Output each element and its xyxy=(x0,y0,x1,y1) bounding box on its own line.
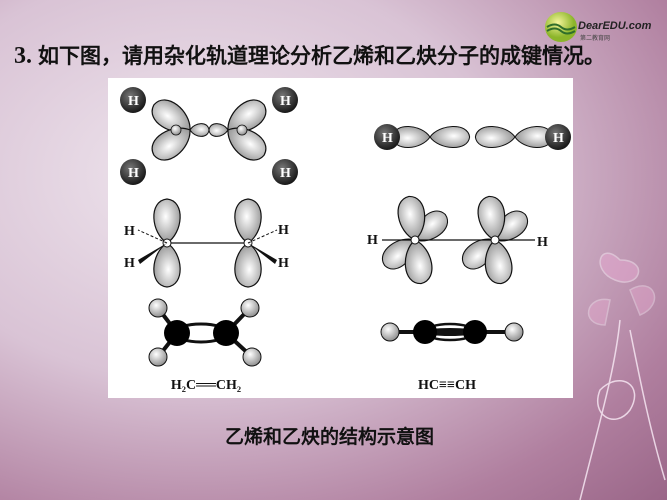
flower-decoration-icon xyxy=(579,252,666,500)
acetylene-sigma-orbitals: H H xyxy=(374,124,571,150)
svg-text:H: H xyxy=(382,131,393,146)
logo-text: DearEDU.com xyxy=(578,20,652,32)
ethylene-sigma-orbitals: H H H H xyxy=(120,87,298,185)
question-title: 3.如下图，请用杂化轨道理论分析乙烯和乙炔分子的成键情况。 xyxy=(14,40,605,70)
svg-text:H: H xyxy=(280,94,291,109)
hydrogen-atom: H xyxy=(120,159,146,185)
svg-text:H: H xyxy=(553,131,564,146)
ethylene-formula: H₂C══CH₂ xyxy=(171,378,241,393)
h-label: H xyxy=(367,233,378,248)
dearedu-logo-icon xyxy=(545,12,577,42)
svg-text:H: H xyxy=(128,94,139,109)
figure-caption: 乙烯和乙炔的结构示意图 xyxy=(0,422,667,449)
question-number: 3. xyxy=(14,43,32,69)
acetylene-ball-stick-model xyxy=(380,320,524,344)
acetylene-pi-orbitals: H H xyxy=(367,193,548,287)
hydrogen-atom: H xyxy=(272,87,298,113)
svg-text:H: H xyxy=(280,166,291,181)
hydrogen-atom: H xyxy=(374,124,400,150)
caption-text: 乙烯和乙炔的结构示意图 xyxy=(224,426,434,448)
logo-subtext: 第二教育网 xyxy=(580,35,611,42)
ethylene-pi-orbitals: H H H H xyxy=(124,198,289,288)
hydrogen-atom: H xyxy=(545,124,571,150)
h-label: H xyxy=(278,256,289,271)
question-text: 如下图，请用杂化轨道理论分析乙烯和乙炔分子的成键情况。 xyxy=(38,43,605,68)
hydrogen-atom: H xyxy=(272,159,298,185)
svg-text:H: H xyxy=(128,166,139,181)
hydrogen-atom: H xyxy=(120,87,146,113)
h-label: H xyxy=(278,223,289,238)
ethylene-ball-stick-model xyxy=(148,298,262,367)
h-label: H xyxy=(124,256,135,271)
acetylene-formula: HC≡≡CH xyxy=(418,378,476,393)
h-label: H xyxy=(537,235,548,250)
h-label: H xyxy=(124,224,135,239)
